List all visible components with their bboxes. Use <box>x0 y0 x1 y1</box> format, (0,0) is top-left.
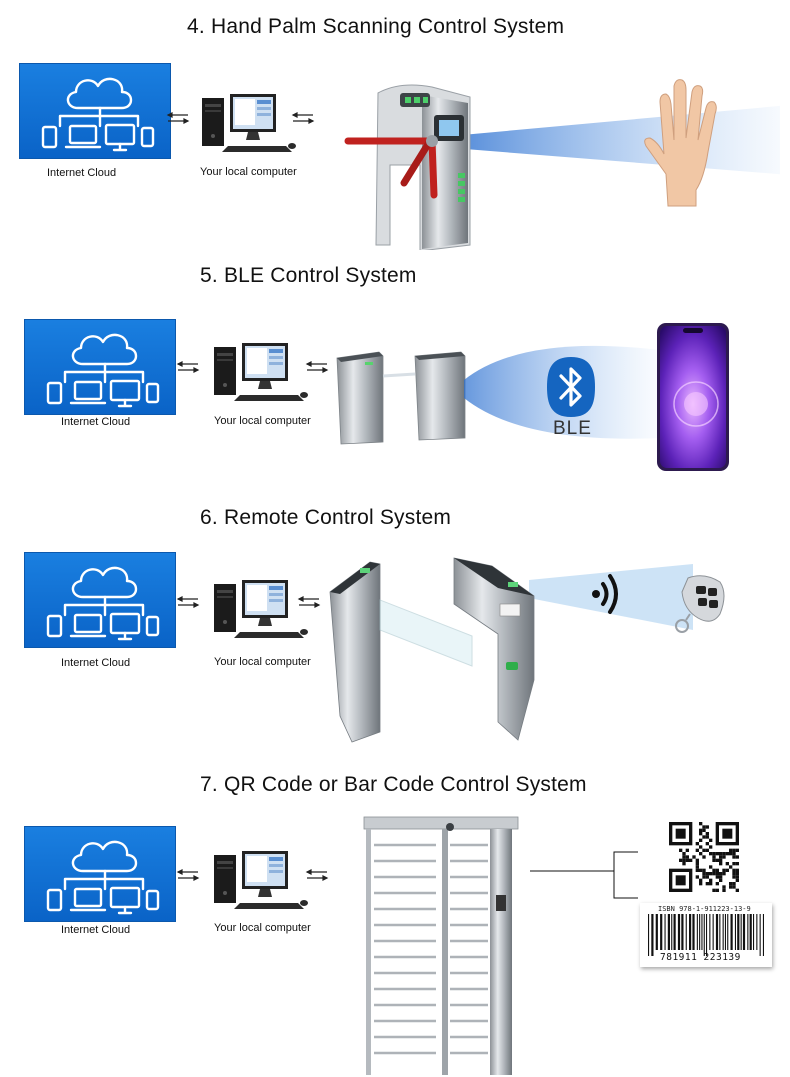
cloud-network-icon <box>25 553 175 647</box>
hand-palm-icon <box>644 79 717 207</box>
bluetooth-icon <box>547 357 595 417</box>
remote-signal-beam <box>529 564 693 630</box>
cloud-network-icon <box>20 64 170 158</box>
swing-barrier <box>329 557 535 743</box>
pc-label: Your local computer <box>200 166 297 178</box>
bidirectional-arrows-icon <box>305 361 329 373</box>
barcode-label: ISBN 978-1-911223-13-9 781911 223139 <box>640 903 772 967</box>
section-ble: 5. BLE Control System Internet Cloud You… <box>0 250 790 500</box>
desktop-computer-icon <box>212 578 312 642</box>
cloud-label: Internet Cloud <box>47 167 117 179</box>
pc-label: Your local computer <box>214 415 311 427</box>
bidirectional-arrows-icon <box>176 596 200 608</box>
section-title: 4. Hand Palm Scanning Control System <box>187 15 565 38</box>
bidirectional-arrows-icon <box>176 361 200 373</box>
ble-label: BLE <box>553 418 592 439</box>
section-title: 7. QR Code or Bar Code Control System <box>200 773 587 796</box>
desktop-computer-icon <box>212 849 312 913</box>
wireless-signal-icon <box>592 574 618 614</box>
scan-connector-line <box>530 851 638 899</box>
section-title: 6. Remote Control System <box>200 506 452 529</box>
desktop-computer-icon <box>200 92 300 156</box>
cloud-label: Internet Cloud <box>61 924 131 936</box>
qr-code <box>669 822 739 892</box>
section-qr-barcode: 7. QR Code or Bar Code Control System In… <box>0 765 790 1075</box>
full-height-turnstile <box>363 816 519 1075</box>
bidirectional-arrows-icon <box>176 869 200 881</box>
section-hand-palm: 4. Hand Palm Scanning Control System Int… <box>0 0 790 250</box>
bidirectional-arrows-icon <box>305 869 329 881</box>
flap-barrier <box>336 351 466 445</box>
section-remote: 6. Remote Control System Internet Cloud … <box>0 500 790 765</box>
remote-key-fob <box>675 575 725 633</box>
cloud-network-icon <box>25 827 175 921</box>
cloud-label: Internet Cloud <box>61 657 131 669</box>
internet-cloud-panel <box>24 552 176 648</box>
internet-cloud-panel <box>24 319 176 415</box>
cloud-label: Internet Cloud <box>61 416 131 428</box>
internet-cloud-panel <box>19 63 171 159</box>
desktop-computer-icon <box>212 341 312 405</box>
internet-cloud-panel <box>24 826 176 922</box>
barcode-bars <box>648 914 764 956</box>
bidirectional-arrows-icon <box>291 112 315 124</box>
bidirectional-arrows-icon <box>297 596 321 608</box>
isbn-text: ISBN 978-1-911223-13-9 <box>658 905 751 913</box>
pc-label: Your local computer <box>214 656 311 668</box>
cloud-network-icon <box>25 320 175 414</box>
pc-label: Your local computer <box>214 922 311 934</box>
smartphone <box>657 323 729 471</box>
section-title: 5. BLE Control System <box>200 264 417 287</box>
barcode-digits: 781911 223139 <box>660 952 741 963</box>
bidirectional-arrows-icon <box>166 112 190 124</box>
